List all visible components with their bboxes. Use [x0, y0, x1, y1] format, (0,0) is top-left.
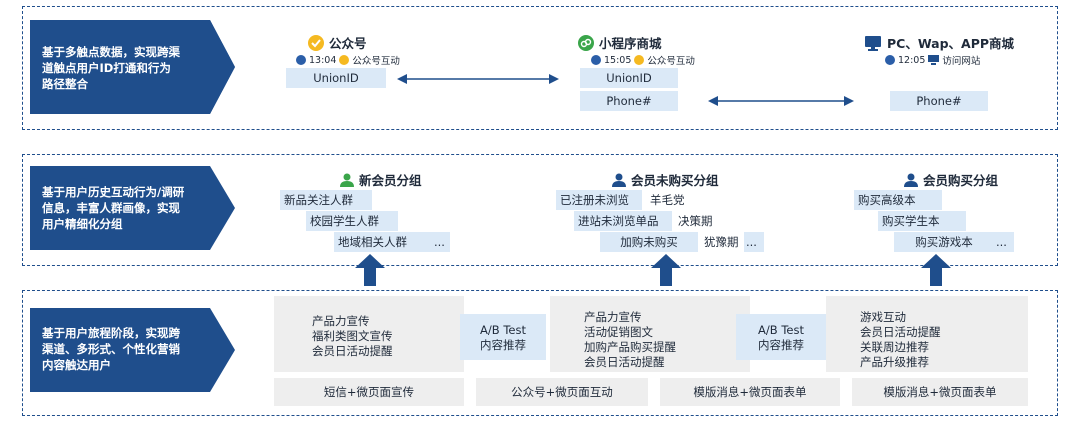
ab-line: 内容推荐: [758, 338, 804, 352]
monitor-icon: [865, 35, 881, 51]
group2-item: 已注册未浏览: [556, 190, 642, 210]
chevron-text: 基于用户旅程阶段，实现跨渠道、多形式、个性化营销内容触达用户: [42, 326, 180, 372]
group2-more: ...: [744, 232, 764, 252]
chevron-text: 基于多触点数据，实现跨渠道触点用户ID打通和行为路径整合: [42, 45, 180, 91]
wechat-time: 13:04: [309, 54, 337, 66]
content-line: 产品升级推荐: [860, 355, 929, 369]
up-arrow-icon: [651, 254, 681, 286]
group2-extra: 犹豫期: [704, 235, 739, 249]
group2-header: 会员未购买分组: [612, 170, 719, 189]
channel-box: 公众号+微页面互动: [476, 378, 648, 406]
content-line: 福利类图文宣传: [312, 329, 393, 343]
group2-extra: 决策期: [678, 214, 713, 228]
pc-title: PC、Wap、APP商城: [887, 36, 1015, 51]
touchpoint-panel: [22, 6, 1058, 130]
channel-box: 模版消息+微页面表单: [852, 378, 1028, 406]
miniprogram-header: 小程序商城: [578, 33, 662, 52]
content-line: 会员日活动提醒: [312, 344, 393, 358]
miniprogram-title: 小程序商城: [599, 36, 662, 51]
ab-line: 内容推荐: [480, 338, 526, 352]
group3-item: 购买高级本: [854, 190, 942, 210]
group3-item: 购买游戏本: [894, 232, 994, 252]
content-line: 关联周边推荐: [860, 340, 929, 354]
group1-header: 新会员分组: [340, 170, 422, 189]
group2-extra: 羊毛党: [650, 193, 685, 207]
chevron-banner: [30, 308, 235, 392]
group3-more: ...: [994, 232, 1014, 252]
content-line: 活动促销图文: [584, 325, 653, 339]
user-icon: [904, 173, 918, 187]
group1-item: 校园学生人群: [306, 211, 398, 231]
group1-title: 新会员分组: [359, 173, 422, 188]
wechat-subtitle: 13:04 公众号互动: [296, 53, 400, 67]
up-arrow-icon: [921, 254, 951, 286]
wechat-title: 公众号: [329, 36, 367, 51]
mini-program-icon: [578, 34, 594, 51]
wechat-header: 公众号: [308, 33, 367, 52]
pc-phone: Phone#: [890, 91, 988, 111]
clock-icon: [591, 55, 601, 65]
chevron-banner: [30, 20, 235, 114]
user-icon: [612, 173, 626, 187]
wechat-tag: 公众号互动: [352, 56, 400, 67]
ab-line: A/B Test: [758, 323, 804, 337]
double-arrow-1: [397, 74, 559, 84]
group3-title: 会员购买分组: [923, 173, 999, 188]
content-line: 产品力宣传: [584, 310, 642, 324]
content-line: 产品力宣传: [312, 314, 370, 328]
content-line: 加购产品购买提醒: [584, 340, 676, 354]
miniprogram-subtitle: 15:05 公众号互动: [591, 53, 695, 67]
wechat-mini-icon: [634, 55, 645, 65]
group2-title: 会员未购买分组: [631, 173, 719, 188]
group2-item: 进站未浏览单品: [574, 211, 672, 231]
pc-time: 12:05: [898, 54, 926, 66]
journey-panel: [22, 290, 1058, 416]
miniprogram-phone: Phone#: [580, 91, 678, 111]
ab-test-box-1: A/B Test 内容推荐: [460, 314, 546, 360]
miniprogram-unionid: UnionID: [580, 68, 678, 88]
pc-subtitle: 12:05 访问网站: [885, 53, 980, 67]
ab-test-box-2: A/B Test 内容推荐: [736, 314, 826, 360]
user-icon: [340, 173, 354, 187]
wechat-mini-icon: [339, 55, 350, 65]
content-line: 会员日活动提醒: [584, 355, 665, 369]
channel-box: 短信+微页面宣传: [274, 378, 464, 406]
channel-box: 模版消息+微页面表单: [660, 378, 840, 406]
content-box-1: 产品力宣传 福利类图文宣传 会员日活动提醒: [274, 296, 464, 372]
double-arrow-2: [708, 96, 854, 106]
group1-item: 地域相关人群: [334, 232, 450, 252]
content-box-2: 产品力宣传 活动促销图文 加购产品购买提醒 会员日活动提醒: [550, 296, 750, 372]
monitor-small-icon: [928, 55, 940, 65]
group3-item: 购买学生本: [878, 211, 966, 231]
content-line: 游戏互动: [860, 310, 906, 324]
clock-icon: [885, 55, 895, 65]
group3-header: 会员购买分组: [904, 170, 998, 189]
miniprogram-time: 15:05: [604, 54, 632, 66]
wechat-unionid: UnionID: [286, 68, 386, 88]
group1-item: 新品关注人群: [280, 190, 372, 210]
group1-more: ...: [434, 235, 445, 249]
content-line: 会员日活动提醒: [860, 325, 941, 339]
segmentation-panel: [22, 154, 1058, 266]
chevron-banner: [30, 166, 235, 250]
group2-item: 加购未购买: [600, 232, 698, 252]
miniprogram-tag: 公众号互动: [647, 56, 695, 67]
ab-line: A/B Test: [480, 323, 526, 337]
pc-header: PC、Wap、APP商城: [864, 33, 1014, 52]
pc-tag: 访问网站: [942, 56, 981, 67]
wechat-official-account-icon: [308, 34, 324, 51]
content-box-3: 游戏互动 会员日活动提醒 关联周边推荐 产品升级推荐: [826, 296, 1028, 372]
chevron-text: 基于用户历史互动行为/调研信息，丰富人群画像，实现用户精细化分组: [42, 185, 185, 231]
up-arrow-icon: [355, 254, 385, 286]
clock-icon: [296, 55, 306, 65]
